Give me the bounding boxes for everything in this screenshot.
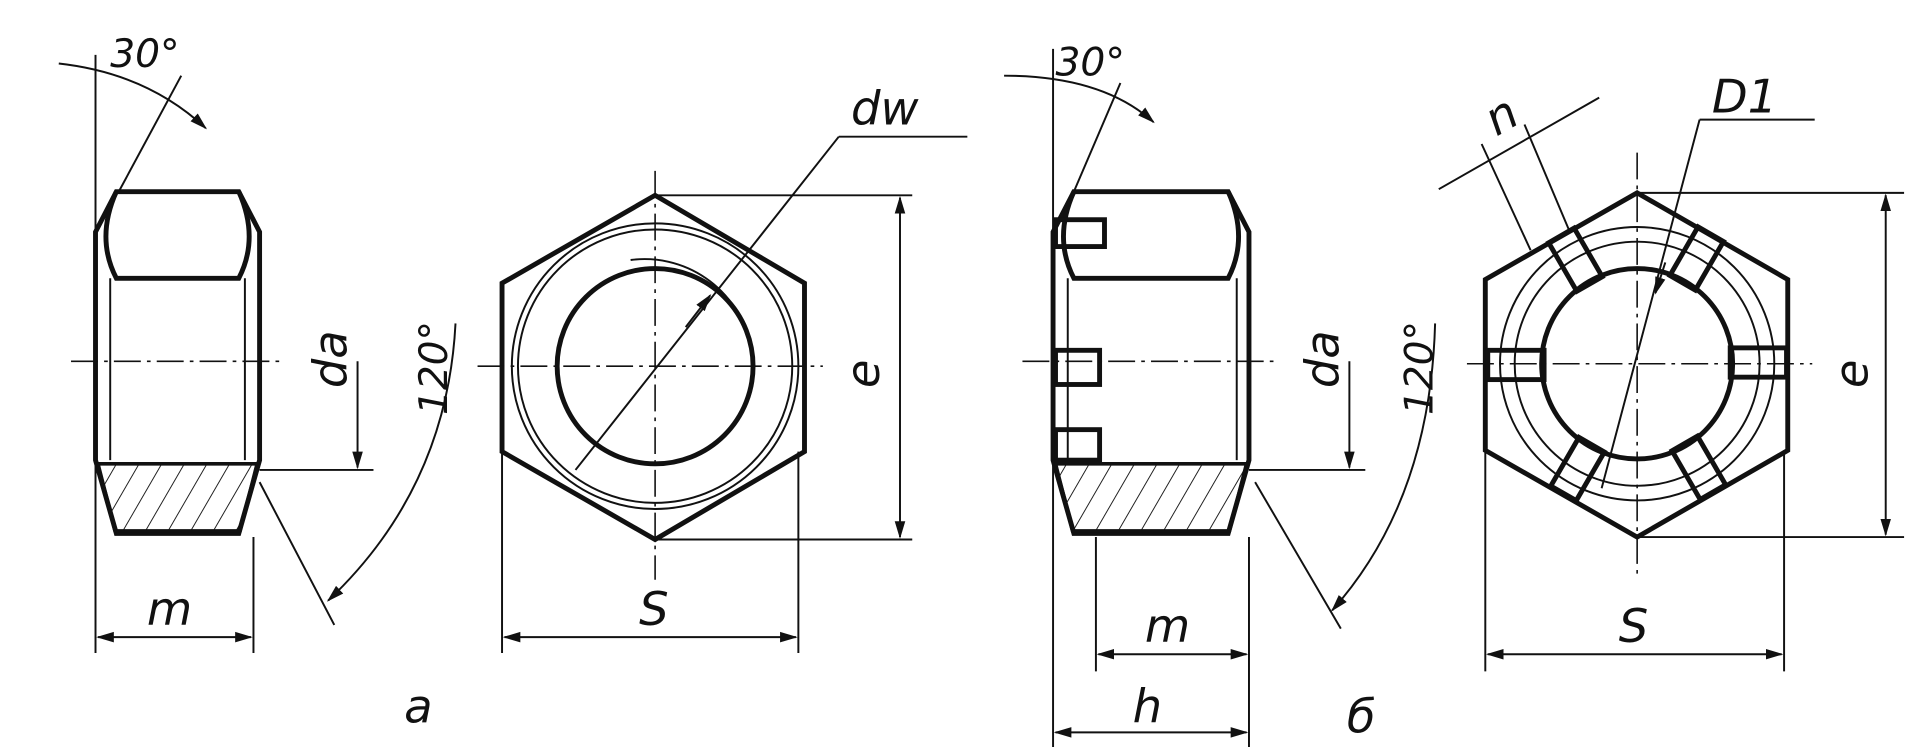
dim-label-s-a: S bbox=[639, 582, 669, 636]
dim-label-h: h bbox=[1133, 680, 1162, 734]
dim-label-e-b: e bbox=[1824, 360, 1878, 389]
dim-label-dw: dw bbox=[851, 82, 920, 136]
caption-a: a bbox=[404, 680, 433, 734]
nut-b-front-view bbox=[1438, 96, 1905, 672]
angle-label-30-b: 30° bbox=[1056, 41, 1125, 86]
dim-label-m-b: m bbox=[1145, 599, 1190, 653]
dim-label-s-b: S bbox=[1619, 599, 1649, 653]
dim-label-e-a: e bbox=[836, 360, 890, 389]
caption-b: б bbox=[1347, 689, 1376, 743]
nut-b-side-view bbox=[1004, 48, 1437, 747]
dim-label-m-a: m bbox=[147, 582, 192, 636]
dim-label-da-b: da bbox=[1295, 330, 1349, 388]
angle-label-120-a: 120° bbox=[412, 321, 457, 415]
angle-label-30-a: 30° bbox=[110, 32, 179, 77]
angle-label-120-b: 120° bbox=[1398, 321, 1443, 415]
nut-a-side-view bbox=[58, 54, 457, 654]
dim-label-d1: D1 bbox=[1712, 69, 1777, 123]
dim-label-da-a: da bbox=[303, 330, 357, 388]
dim-label-n: n bbox=[1475, 85, 1528, 146]
nut-a-front-view bbox=[477, 135, 968, 654]
